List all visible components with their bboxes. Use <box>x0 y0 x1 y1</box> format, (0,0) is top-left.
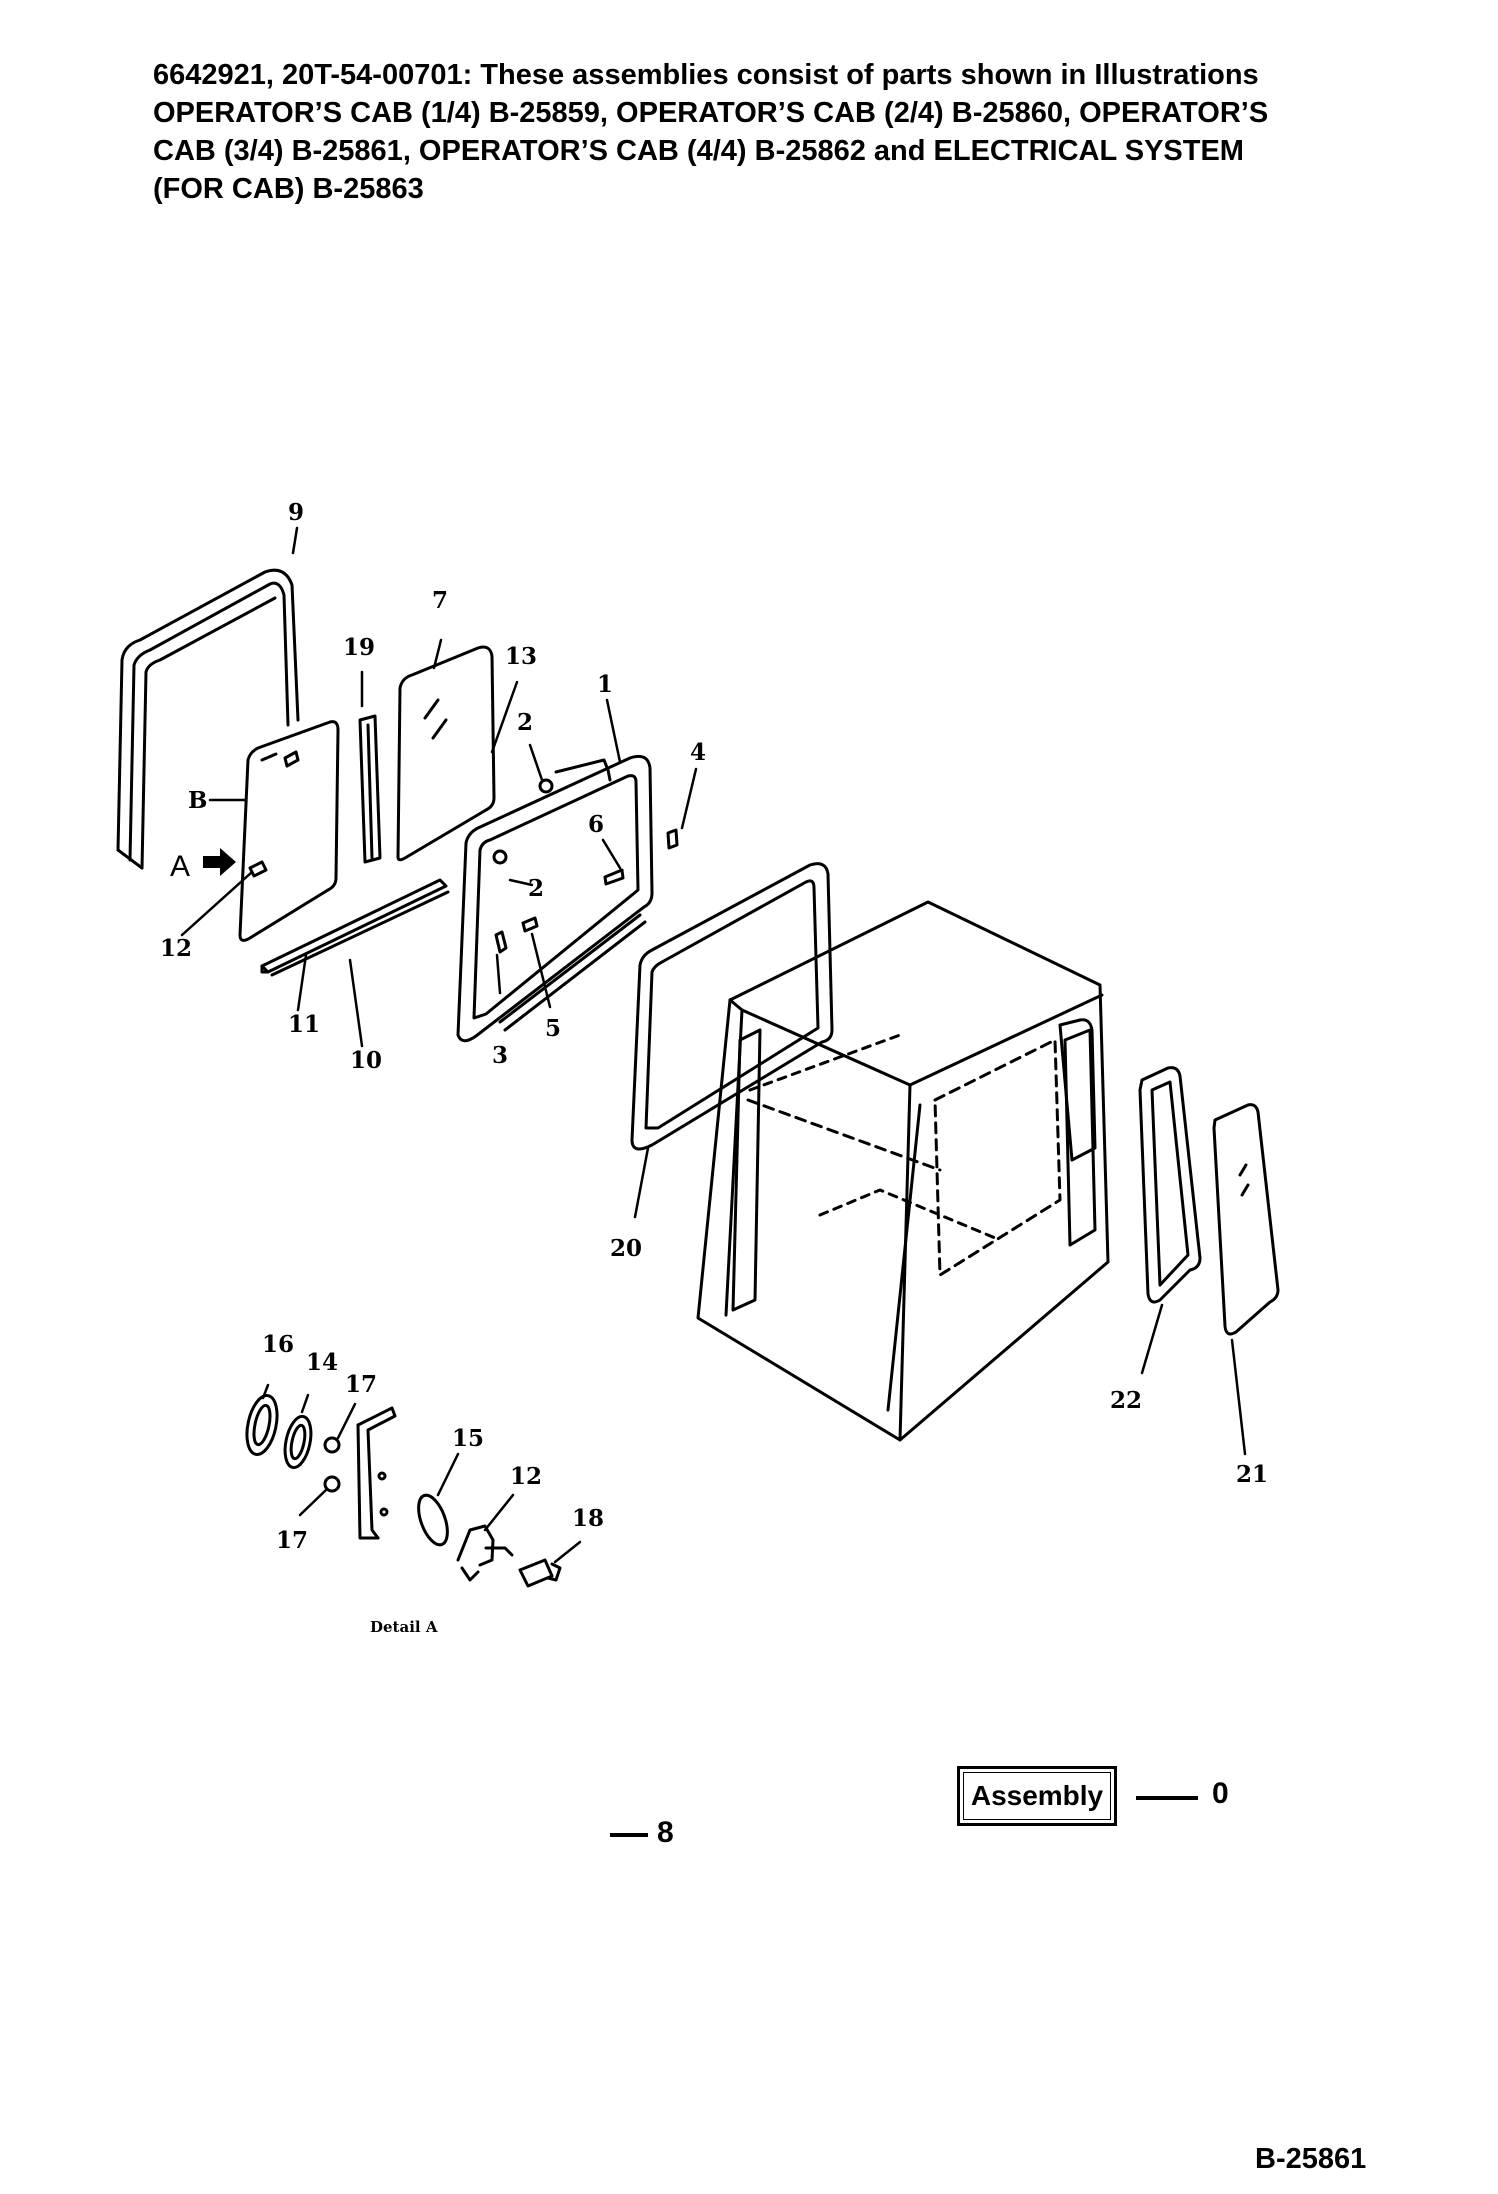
seal-strip-part <box>358 714 382 864</box>
header-line-2: OPERATOR’S CAB (1/4) B-25859, OPERATOR’S… <box>153 97 1269 129</box>
callout-2-top: 2 <box>517 709 533 736</box>
assembly-connector-line <box>1136 1796 1198 1800</box>
callout-21: 21 <box>1236 1461 1268 1488</box>
header-line-1: 6642921, 20T-54-00701: These assemblies … <box>153 59 1259 91</box>
door-frame-seal-part <box>116 568 300 870</box>
lower-rail-part <box>260 878 450 977</box>
assembly-box: Assembly <box>957 1766 1117 1826</box>
callout-16: 16 <box>262 1331 294 1358</box>
callout-2-bottom: 2 <box>528 875 544 902</box>
figure-code: B-25861 <box>1255 2143 1367 2175</box>
door-glass-part <box>238 720 340 942</box>
callout-1: 1 <box>597 671 613 698</box>
callout-a: A <box>170 850 190 883</box>
cab-body-part <box>696 900 1110 1442</box>
callout-20: 20 <box>610 1235 642 1262</box>
callout-13: 13 <box>505 643 537 670</box>
side-window-glass-part <box>1212 1103 1280 1336</box>
side-window-seal-part <box>1138 1066 1202 1304</box>
page-number: 8 <box>657 1816 674 1849</box>
callout-14: 14 <box>306 1349 338 1376</box>
callout-6: 6 <box>588 811 604 838</box>
callout-19: 19 <box>343 634 375 661</box>
callout-22: 22 <box>1110 1387 1142 1414</box>
callout-4: 4 <box>690 739 706 766</box>
header-text: 6642921, 20T-54-00701: These assemblies … <box>153 56 1373 208</box>
leader-lines <box>180 526 1247 1564</box>
page-number-dash <box>610 1833 648 1837</box>
detail-a-parts <box>245 1394 562 1588</box>
callout-7: 7 <box>432 587 448 614</box>
callout-15: 15 <box>452 1425 484 1452</box>
callout-5: 5 <box>545 1015 561 1042</box>
callout-b: B <box>188 787 207 814</box>
small-fasteners <box>248 750 679 954</box>
callout-17-bottom: 17 <box>276 1527 308 1554</box>
rear-window-seal-part <box>630 862 834 1151</box>
assembly-label: Assembly <box>963 1772 1111 1820</box>
callout-11: 11 <box>288 1011 320 1038</box>
callout-12-top: 12 <box>160 935 192 962</box>
callout-9: 9 <box>288 499 304 526</box>
detail-a-label: Detail A <box>370 1618 438 1636</box>
header-line-4: (FOR CAB) B-25863 <box>153 173 424 205</box>
callout-17-top: 17 <box>345 1371 377 1398</box>
sliding-glass-part <box>396 645 496 862</box>
callout-3: 3 <box>492 1042 508 1069</box>
window-frame-part <box>456 754 654 1043</box>
callout-18: 18 <box>572 1505 604 1532</box>
callout-12-detail: 12 <box>510 1463 542 1490</box>
assembly-code: 0 <box>1212 1777 1229 1810</box>
callout-10: 10 <box>350 1047 382 1074</box>
header-line-3: CAB (3/4) B-25861, OPERATOR’S CAB (4/4) … <box>153 135 1244 167</box>
view-a-arrow-icon <box>203 848 236 876</box>
